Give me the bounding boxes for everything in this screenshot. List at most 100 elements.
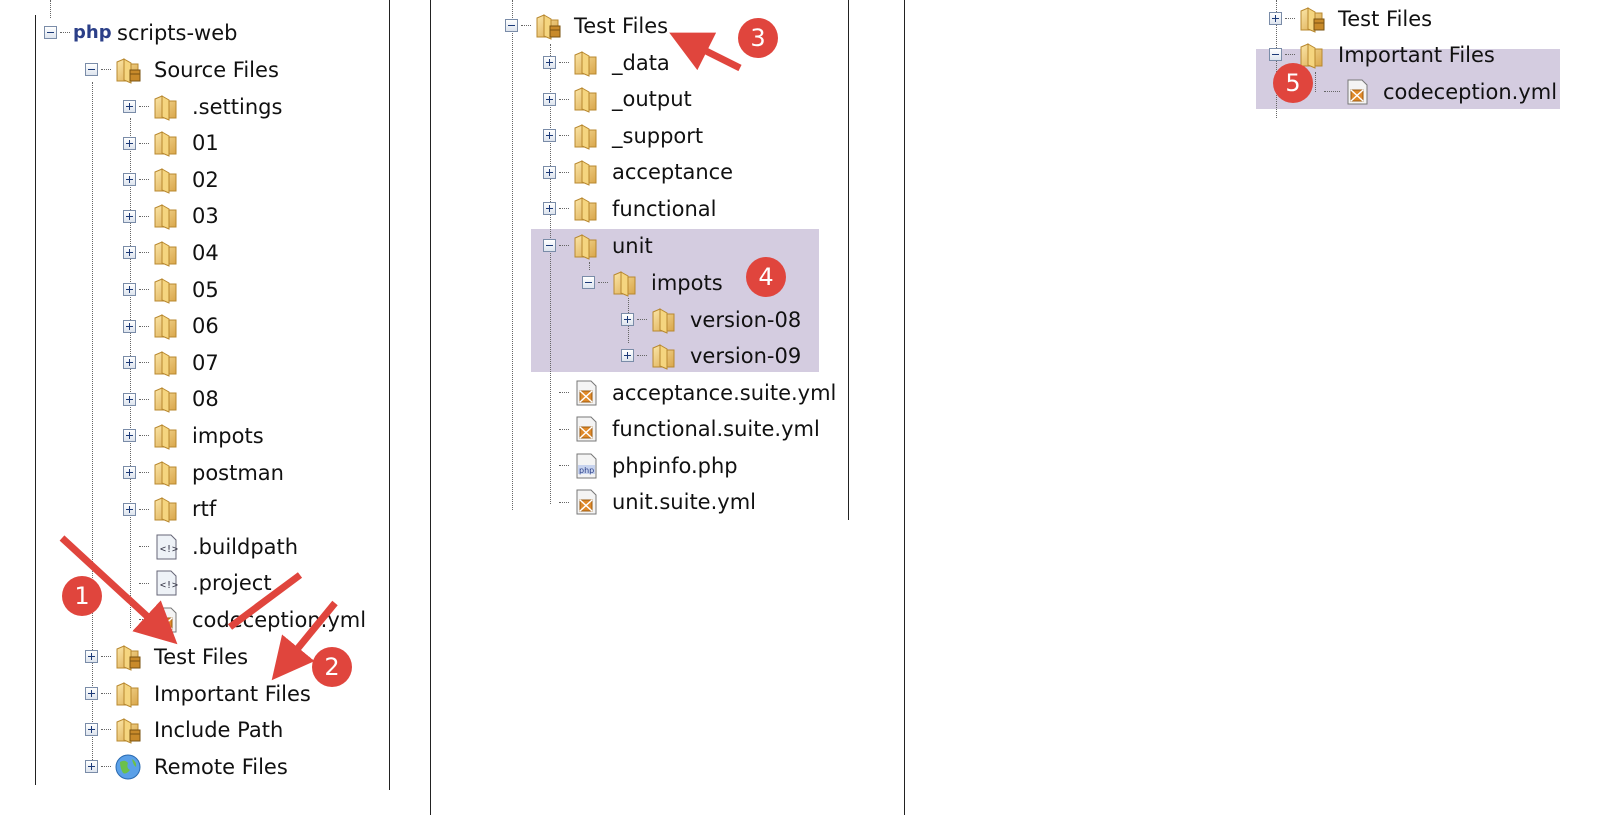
tree-label: 05 (192, 277, 219, 302)
tree-label: .buildpath (192, 534, 299, 559)
folder-icon (152, 166, 180, 194)
test-folder-icon (534, 12, 562, 40)
tree-item-folder[interactable]: 04 (123, 234, 219, 271)
folder-icon (152, 93, 180, 121)
tree-item-folder[interactable]: rtf (123, 491, 216, 528)
tree-label: acceptance.suite.yml (612, 380, 837, 405)
tree-item-version-08[interactable]: version-08 (621, 301, 801, 338)
expand-toggle[interactable] (621, 313, 634, 326)
collapse-toggle[interactable] (543, 239, 556, 252)
expand-toggle[interactable] (85, 760, 98, 773)
tree-item-folder[interactable]: 05 (123, 271, 219, 308)
expand-toggle[interactable] (621, 349, 634, 362)
folder-icon (152, 276, 180, 304)
expand-toggle[interactable] (543, 202, 556, 216)
tree-label: 04 (192, 240, 219, 265)
tree-label: Test Files (154, 644, 249, 669)
expand-toggle[interactable] (123, 392, 136, 406)
folder-icon (152, 422, 180, 450)
expand-toggle[interactable] (543, 165, 556, 179)
tree-item-folder[interactable]: postman (123, 454, 284, 491)
tree-item-impots[interactable]: impots (582, 264, 723, 301)
collapse-toggle[interactable] (505, 19, 518, 32)
tree-item-file[interactable]: codeception.yml (123, 601, 366, 638)
expand-toggle[interactable] (85, 723, 98, 736)
expand-toggle[interactable] (123, 173, 136, 187)
expand-toggle[interactable] (123, 283, 136, 296)
tree-item-remote-files[interactable]: Remote Files (85, 748, 288, 785)
tree-item-unit[interactable]: unit (543, 227, 653, 264)
tree-item-file[interactable]: phpinfo.php (543, 447, 738, 484)
collapse-toggle[interactable] (85, 63, 98, 76)
expand-toggle[interactable] (123, 100, 136, 113)
tree-item-include-path[interactable]: Include Path (85, 711, 283, 748)
tree-item-test-files[interactable]: Test Files (505, 7, 668, 44)
tree-item-file[interactable]: .project (123, 565, 272, 602)
tree-label: impots (651, 270, 723, 295)
tree-item-file[interactable]: functional.suite.yml (543, 411, 820, 448)
expand-toggle[interactable] (85, 687, 98, 700)
folder-icon (611, 269, 639, 297)
tree-item-folder[interactable]: 08 (123, 381, 219, 418)
tree-item-folder[interactable]: functional (543, 190, 717, 227)
expand-toggle[interactable] (123, 319, 136, 333)
tree-label: 03 (192, 204, 219, 229)
expand-toggle[interactable] (543, 56, 556, 69)
tree-label: Important Files (154, 681, 311, 706)
tree-item-folder[interactable]: _support (543, 117, 703, 154)
panel-divider-2 (904, 0, 905, 815)
tree-label: 07 (192, 350, 219, 375)
tree-label: Source Files (154, 57, 279, 82)
tree-item-scripts-web[interactable]: php scripts-web (44, 14, 237, 51)
tree-label: .settings (192, 94, 283, 119)
yml-file-icon (572, 488, 600, 516)
tree-item-folder[interactable]: 02 (123, 161, 219, 198)
expand-toggle[interactable] (123, 502, 136, 516)
tree-item-source-files[interactable]: Source Files (85, 51, 279, 88)
expand-toggle[interactable] (543, 92, 556, 106)
tree-item-file[interactable]: unit.suite.yml (543, 484, 756, 521)
tree-item-folder[interactable]: _data (543, 44, 670, 81)
expand-toggle[interactable] (123, 466, 136, 479)
tree-label: version-09 (690, 343, 802, 368)
collapse-toggle[interactable] (1269, 48, 1282, 61)
tree-item-folder[interactable]: _output (543, 81, 692, 118)
folder-icon (572, 49, 600, 77)
tree-item-folder[interactable]: 03 (123, 198, 219, 235)
include-path-icon (114, 716, 142, 744)
collapse-toggle[interactable] (582, 276, 595, 289)
tree-item-important-files[interactable]: Important Files (85, 675, 311, 712)
tree-item-folder[interactable]: .settings (123, 88, 282, 125)
php-file-icon (572, 452, 600, 480)
tree-item-version-09[interactable]: version-09 (621, 337, 801, 374)
yml-file-icon (572, 415, 600, 443)
badge-1: 1 (62, 576, 102, 616)
expand-toggle[interactable] (123, 429, 136, 443)
collapse-toggle[interactable] (44, 26, 57, 39)
tree-item-folder[interactable]: acceptance (543, 154, 733, 191)
tree-item-folder[interactable]: 06 (123, 308, 219, 345)
yml-file-icon (1343, 78, 1371, 106)
expand-toggle[interactable] (123, 209, 136, 223)
tree-item-test-files[interactable]: Test Files (85, 638, 248, 675)
tree-label: codeception.yml (1383, 79, 1558, 104)
expand-toggle[interactable] (543, 129, 556, 143)
tree-item-file[interactable]: .buildpath (123, 528, 298, 565)
tree-item-folder[interactable]: 01 (123, 125, 219, 162)
expand-toggle[interactable] (85, 650, 98, 663)
tree-item-test-files[interactable]: Test Files (1269, 0, 1432, 37)
tree-label: unit.suite.yml (612, 490, 756, 515)
folder-icon (572, 232, 600, 260)
test-folder-icon (1298, 5, 1326, 33)
tree-item-folder[interactable]: 07 (123, 344, 219, 381)
tree-item-codeception-yml[interactable]: codeception.yml (1308, 73, 1557, 110)
tree-label: codeception.yml (192, 607, 367, 632)
expand-toggle[interactable] (123, 136, 136, 150)
tree-item-important-files[interactable]: Important Files (1269, 36, 1495, 73)
expand-toggle[interactable] (123, 246, 136, 260)
important-folder-icon (114, 680, 142, 708)
tree-item-folder[interactable]: impots (123, 417, 264, 454)
tree-item-file[interactable]: acceptance.suite.yml (543, 374, 836, 411)
expand-toggle[interactable] (1269, 12, 1282, 25)
expand-toggle[interactable] (123, 356, 136, 370)
